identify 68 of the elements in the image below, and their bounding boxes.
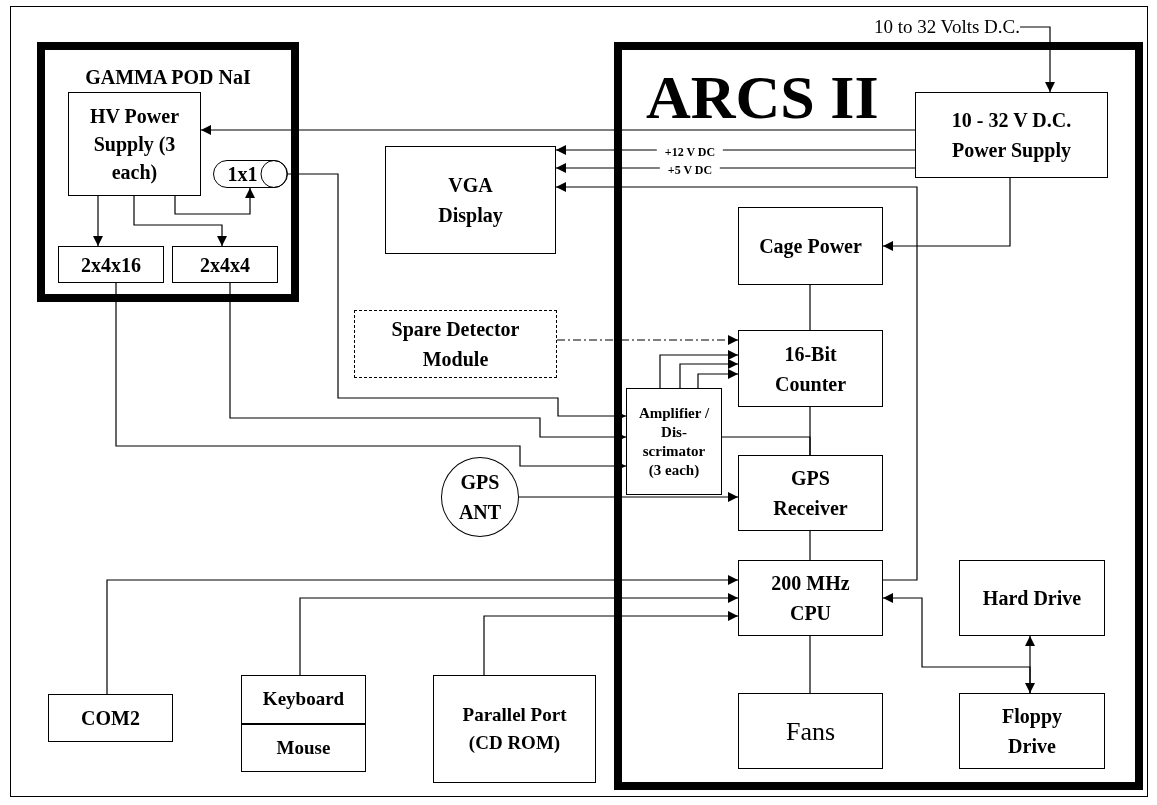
module-frame bbox=[37, 42, 299, 302]
node-label: HV Power Supply (3 each) bbox=[88, 104, 181, 186]
node-label: Cage Power bbox=[759, 234, 862, 260]
detector-cylinder bbox=[213, 160, 288, 188]
arrow bbox=[115, 282, 627, 471]
arrow bbox=[556, 335, 739, 345]
arrow bbox=[518, 492, 739, 502]
block-box bbox=[738, 207, 883, 285]
arrow bbox=[882, 177, 1011, 251]
node-label: Fans bbox=[785, 715, 836, 748]
block-box bbox=[68, 92, 201, 196]
connector-line bbox=[809, 284, 811, 331]
group-title: ARCS II bbox=[646, 66, 879, 128]
node-label: 16-Bit Counter bbox=[773, 341, 848, 397]
node-label: GPS ANT bbox=[457, 470, 503, 525]
group-title: GAMMA POD NaI bbox=[85, 65, 251, 90]
block-box bbox=[58, 246, 164, 283]
block-box bbox=[915, 92, 1108, 178]
module-frame bbox=[614, 42, 1143, 790]
node-label: Floppy Drive bbox=[1001, 704, 1063, 759]
arrow bbox=[106, 575, 739, 695]
block-box bbox=[738, 455, 883, 531]
node-label: 2x4x16 bbox=[81, 252, 141, 278]
node-label: 10 to 32 Volts D.C. bbox=[873, 14, 1020, 39]
block-box bbox=[959, 560, 1105, 636]
arrow bbox=[200, 125, 916, 135]
block-box bbox=[48, 694, 173, 742]
node-label: 10 - 32 V D.C. Power Supply bbox=[950, 108, 1073, 164]
connector-line bbox=[809, 530, 811, 561]
node-label: Amplifier / Dis- scrimator (3 each) bbox=[637, 403, 711, 480]
arrow bbox=[483, 611, 739, 676]
arrow bbox=[679, 359, 739, 389]
arrow bbox=[659, 350, 739, 389]
node-label: Keyboard bbox=[262, 687, 345, 711]
node-label: COM2 bbox=[81, 706, 140, 731]
arrow bbox=[93, 195, 103, 247]
node-label: 2x4x4 bbox=[200, 252, 250, 278]
connector-line bbox=[809, 635, 811, 694]
block-box bbox=[172, 246, 278, 283]
node-label: Spare Detector Module bbox=[390, 317, 521, 372]
node-label: Hard Drive bbox=[982, 586, 1082, 611]
block-box bbox=[433, 675, 596, 783]
device-box bbox=[241, 675, 366, 772]
arrow bbox=[299, 593, 739, 676]
node-label: Parallel Port (CD ROM) bbox=[461, 703, 568, 755]
block-box bbox=[626, 388, 722, 495]
arrow bbox=[174, 187, 255, 215]
edge-label: +12 V DC bbox=[656, 145, 724, 159]
node-label: 200 MHz CPU bbox=[770, 571, 851, 626]
arrow bbox=[1019, 26, 1055, 93]
arrow bbox=[133, 195, 227, 247]
arrow bbox=[287, 173, 627, 421]
arrow bbox=[229, 282, 627, 442]
edge-label: +5 V DC bbox=[659, 163, 721, 177]
arrow bbox=[555, 182, 918, 581]
connector-line bbox=[809, 406, 811, 456]
block-box bbox=[738, 560, 883, 636]
block-box bbox=[959, 693, 1105, 769]
block-box bbox=[738, 693, 883, 769]
arrow bbox=[882, 593, 1031, 694]
arrow bbox=[697, 369, 739, 389]
block-box bbox=[738, 330, 883, 407]
optional-module-box bbox=[354, 310, 557, 378]
node-label: VGA Display bbox=[437, 173, 504, 229]
node-label: Mouse bbox=[276, 735, 331, 760]
node-label: 1x1 bbox=[227, 162, 258, 187]
block-box bbox=[385, 146, 556, 254]
node-label: GPS Receiver bbox=[772, 466, 849, 521]
